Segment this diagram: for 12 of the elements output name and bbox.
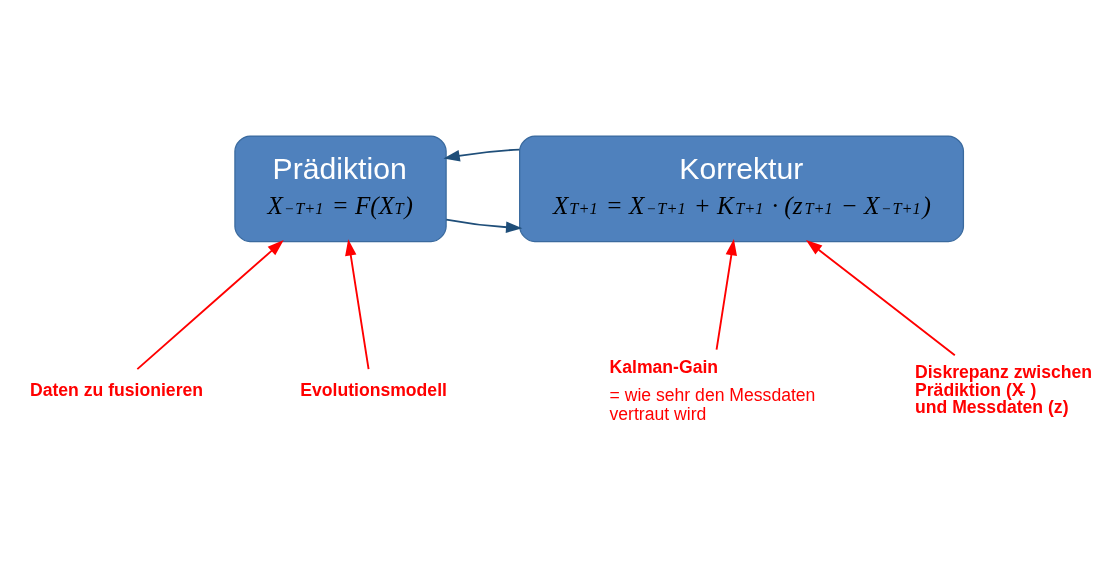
node-text: Diskrepanz zwischen Prädiktion (X- ) und Messdaten (z) (915, 361, 1093, 417)
node-text: Evolutionsmodell (300, 379, 447, 400)
arrow (345, 238, 370, 370)
arrow (445, 218, 523, 233)
arrow (805, 239, 956, 356)
arrow (715, 238, 737, 350)
node-box: Prädiktion X−T+1 = F(XT) (234, 134, 447, 242)
arrow (443, 148, 521, 161)
node-text: Kalman-Gain = wie sehr den Messdaten vertraut wird (609, 356, 816, 424)
arrow (136, 239, 284, 370)
node-text: Daten zu fusionieren (30, 379, 204, 400)
node-box: Korrektur XT+1 = X−T+1 + KT+1 · (zT+1 − X−T+1) (519, 134, 965, 242)
